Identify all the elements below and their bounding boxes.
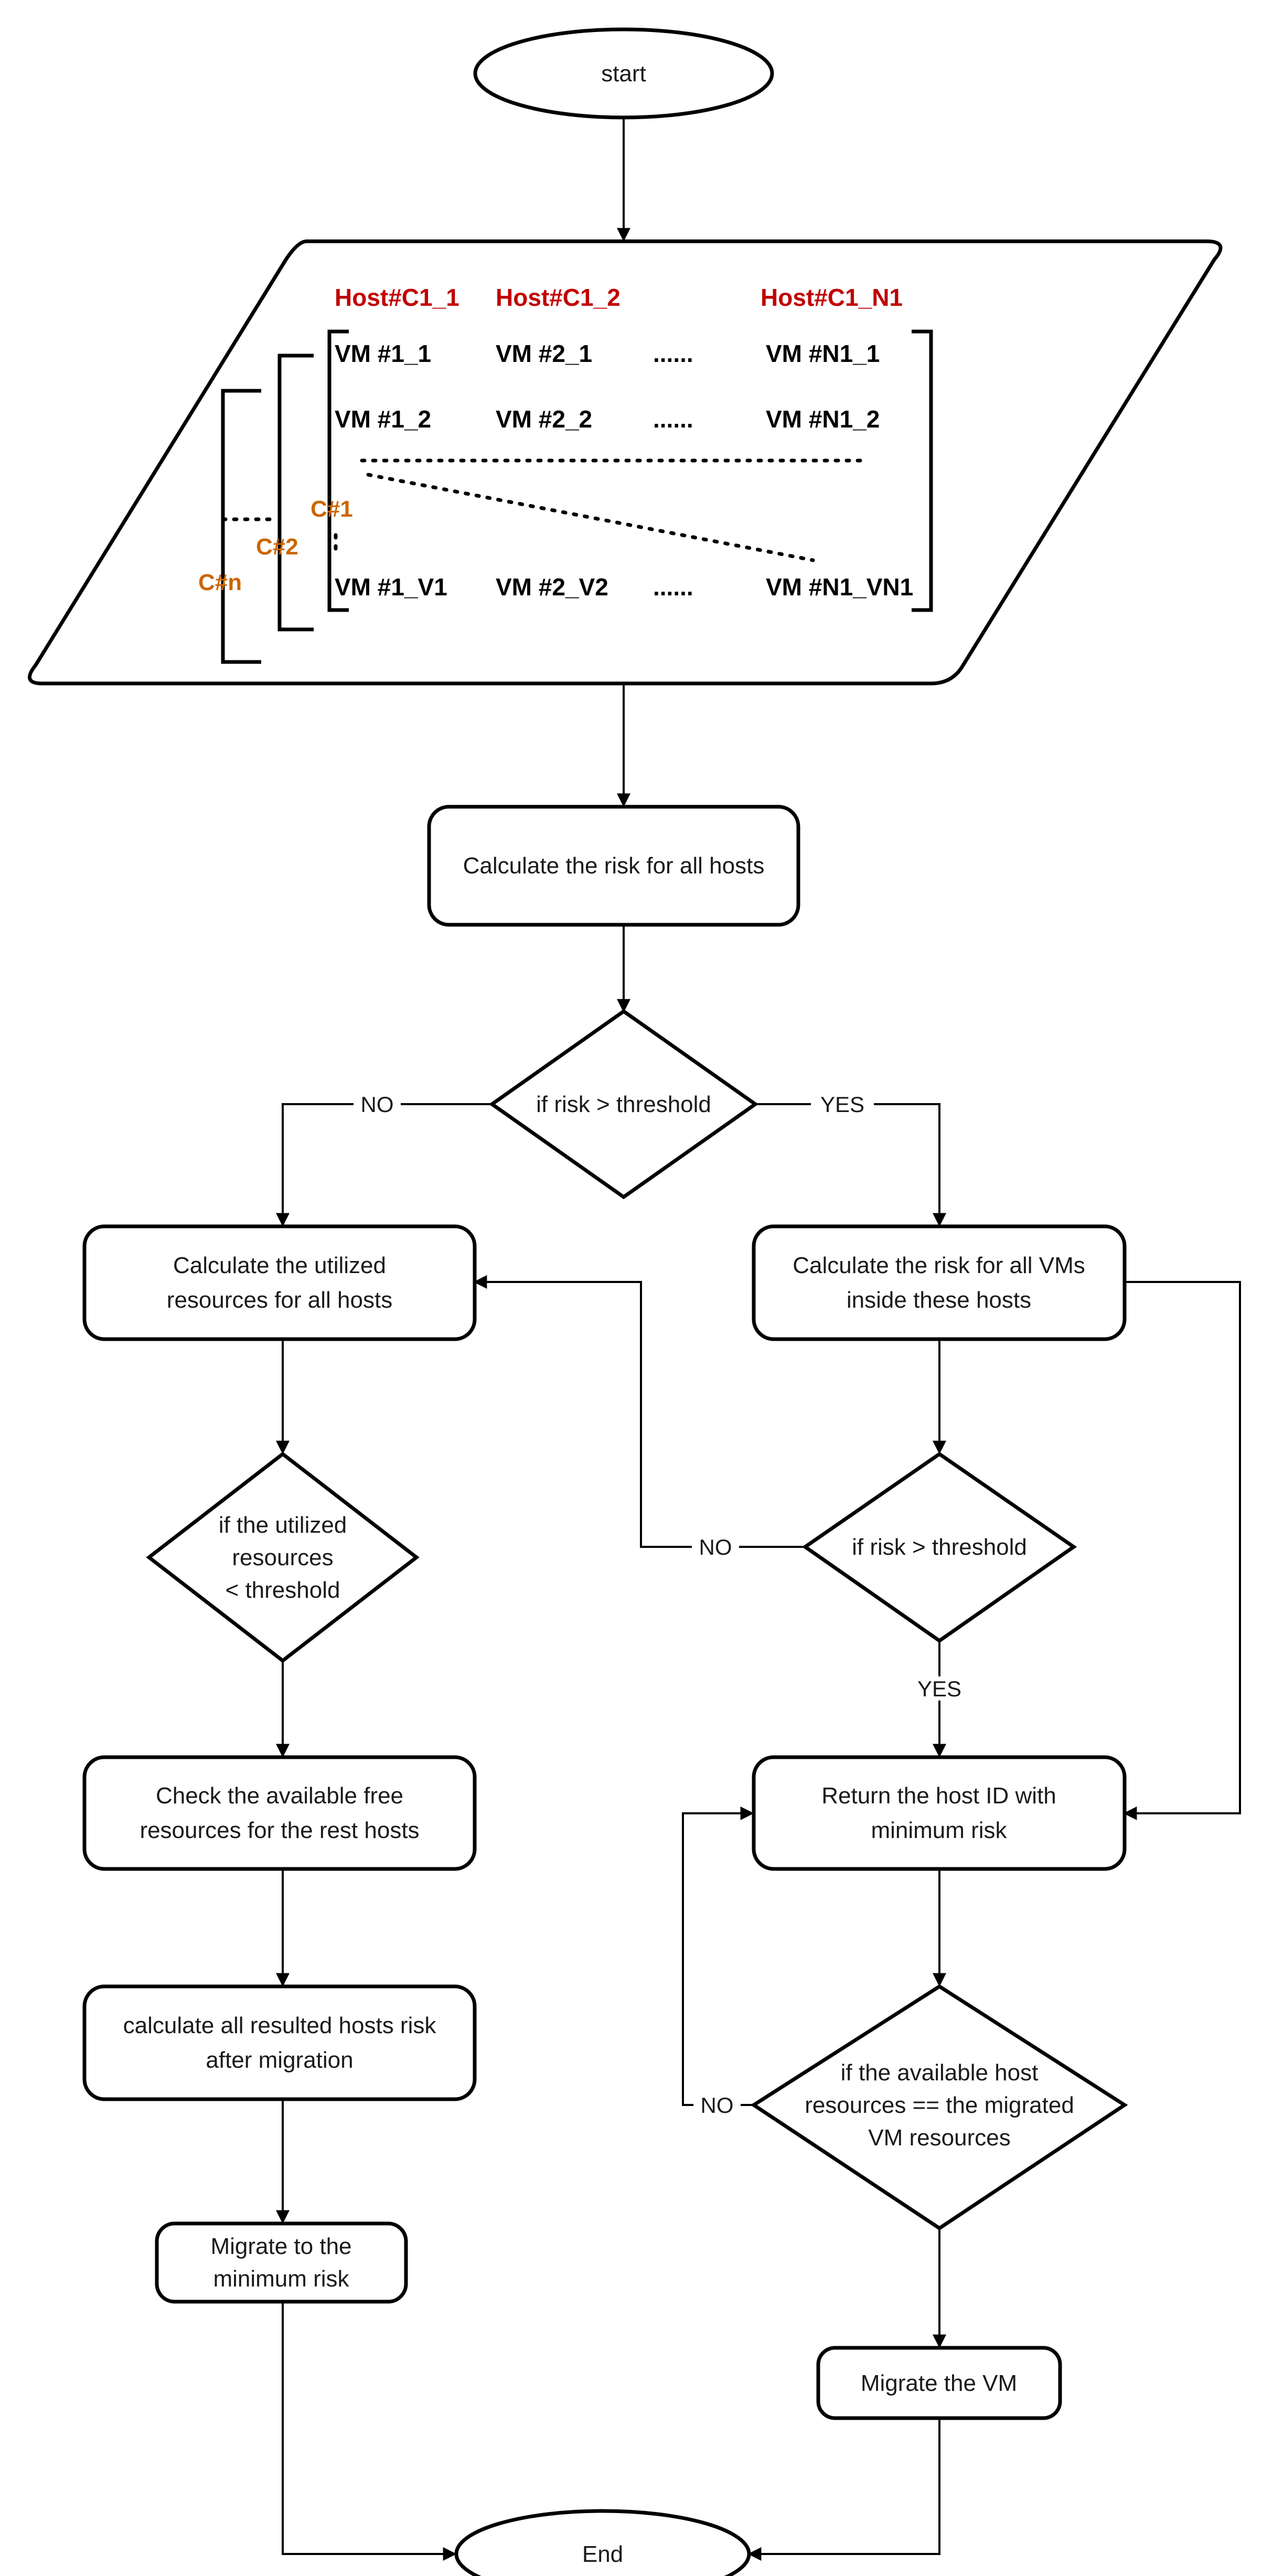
cluster-bracket <box>277 354 314 632</box>
node-text-line: minimum risk <box>871 1818 1007 1843</box>
vm-label: VM #2_V2 <box>496 573 608 601</box>
vm-label: VM #2_1 <box>496 340 592 367</box>
node-text: Check the available free resources for th… <box>140 1783 419 1843</box>
matrix-bracket-right <box>912 329 933 612</box>
end-terminal: End <box>454 2509 751 2576</box>
start-terminal: start <box>473 27 774 120</box>
node-return-host: Return the host ID with minimum risk <box>752 1755 1127 1871</box>
node-text-line: if the utilized <box>219 1512 347 1538</box>
node-text-line: if risk > threshold <box>536 1092 711 1117</box>
start-label: start <box>601 61 646 87</box>
node-text-line: VM resources <box>868 2125 1010 2151</box>
node-text-line: Migrate the VM <box>861 2370 1017 2396</box>
ellipsis-label: ...... <box>653 340 693 367</box>
node-text-line: inside these hosts <box>847 1287 1031 1313</box>
vm-label: VM #N1_2 <box>766 405 880 433</box>
vm-label: VM #2_2 <box>496 405 592 433</box>
node-migrate-min-risk: Migrate to the minimum risk <box>155 2221 408 2304</box>
end-label: End <box>582 2541 623 2567</box>
decision-risk-vm: if risk > threshold <box>801 1451 1077 1643</box>
vm-label: VM #1_V1 <box>335 573 447 601</box>
node-text: Calculate the risk for all VMs inside the… <box>793 1253 1085 1313</box>
vm-label: VM #1_2 <box>335 405 431 433</box>
node-text: Calculate the risk for all hosts <box>463 853 765 879</box>
vm-label: VM #N1_1 <box>766 340 880 367</box>
decision-risk-host: if risk > threshold <box>488 1009 759 1200</box>
vm-label: VM #N1_VN1 <box>766 573 913 601</box>
connectors <box>276 117 1241 2561</box>
node-check-free: Check the available free resources for th… <box>82 1755 477 1871</box>
decision-utilized: if the utilized resources < threshold <box>146 1451 420 1663</box>
edge-no-to-utilized <box>276 1103 492 1227</box>
node-text-line: after migration <box>206 2047 353 2073</box>
node-text: if the utilized resources < threshold <box>219 1512 347 1603</box>
node-text-line: < threshold <box>226 1577 340 1603</box>
node-calc-risk-vms: Calculate the risk for all VMs inside the… <box>752 1224 1127 1341</box>
host-label: Host#C1_1 <box>335 284 459 311</box>
matrix-bracket-left <box>327 329 349 612</box>
node-text: Return the host ID with minimum risk <box>821 1783 1056 1843</box>
node-text-line: Check the available free <box>156 1783 403 1809</box>
node-calc-after-migration: calculate all resulted hosts risk after m… <box>82 1984 477 2101</box>
node-text: Calculate the utilized resources for all … <box>167 1253 392 1313</box>
node-text-line: resources for the rest hosts <box>140 1818 419 1843</box>
node-text-line: Calculate the utilized <box>173 1253 386 1278</box>
node-text-line: if the available host <box>841 2060 1039 2086</box>
node-text-line: calculate all resulted hosts risk <box>123 2013 437 2038</box>
ellipsis-label: ...... <box>653 405 693 433</box>
node-text-line: Migrate to the <box>210 2233 351 2259</box>
edge-labels: NO YES NO YES NO <box>354 1092 971 2118</box>
cluster-label: C#1 <box>311 496 353 522</box>
edge-label-no: NO <box>361 1092 394 1117</box>
edge-no-back-to-return <box>682 1807 754 2106</box>
edge-migrate-to-end <box>282 2302 457 2561</box>
node-text-line: resources <box>232 1545 333 1570</box>
node-text: Migrate the VM <box>861 2370 1017 2396</box>
node-text-line: minimum risk <box>213 2266 349 2292</box>
host-label: Host#C1_N1 <box>761 284 903 311</box>
decision-available: if the available host resources == the mi… <box>750 1984 1128 2231</box>
vm-label: VM #1_1 <box>335 340 431 367</box>
node-calc-risk-hosts: Calculate the risk for all hosts <box>427 805 800 927</box>
node-text-line: resources == the migrated <box>805 2092 1074 2118</box>
node-text: if risk > threshold <box>536 1092 711 1117</box>
input-data-block: Host#C1_1 Host#C1_2 Host#C1_N1 VM #1_1 V… <box>28 239 1223 686</box>
cluster-bracket <box>221 389 261 664</box>
dotted-diagonal <box>366 473 815 562</box>
ellipsis-label: ...... <box>653 573 693 601</box>
node-calc-utilized: Calculate the utilized resources for all … <box>82 1224 477 1341</box>
edge-vm-risk-bypass-to-return <box>1123 1281 1241 1820</box>
host-label: Host#C1_2 <box>496 284 621 311</box>
node-text: calculate all resulted hosts risk after m… <box>123 2013 437 2073</box>
node-text: if the available host resources == the mi… <box>805 2060 1074 2151</box>
edge-label-yes: YES <box>820 1092 864 1117</box>
edge-label-yes: YES <box>917 1676 961 1701</box>
cluster-label: C#2 <box>256 534 298 560</box>
edge-label-no: NO <box>699 1535 732 1559</box>
node-migrate-vm: Migrate the VM <box>816 2346 1062 2420</box>
edge-migrate-vm-to-end <box>747 2418 940 2561</box>
edge-yes-to-vm-risk <box>755 1103 946 1227</box>
node-text-line: Calculate the risk for all hosts <box>463 853 765 879</box>
node-text-line: Calculate the risk for all VMs <box>793 1253 1085 1278</box>
node-text-line: resources for all hosts <box>167 1287 392 1313</box>
node-text-line: if risk > threshold <box>852 1534 1027 1560</box>
cluster-label: C#n <box>198 570 242 595</box>
node-text: if risk > threshold <box>852 1534 1027 1560</box>
edge-label-no: NO <box>701 2093 734 2118</box>
node-text: Migrate to the minimum risk <box>210 2233 351 2292</box>
node-text-line: Return the host ID with <box>821 1783 1056 1809</box>
